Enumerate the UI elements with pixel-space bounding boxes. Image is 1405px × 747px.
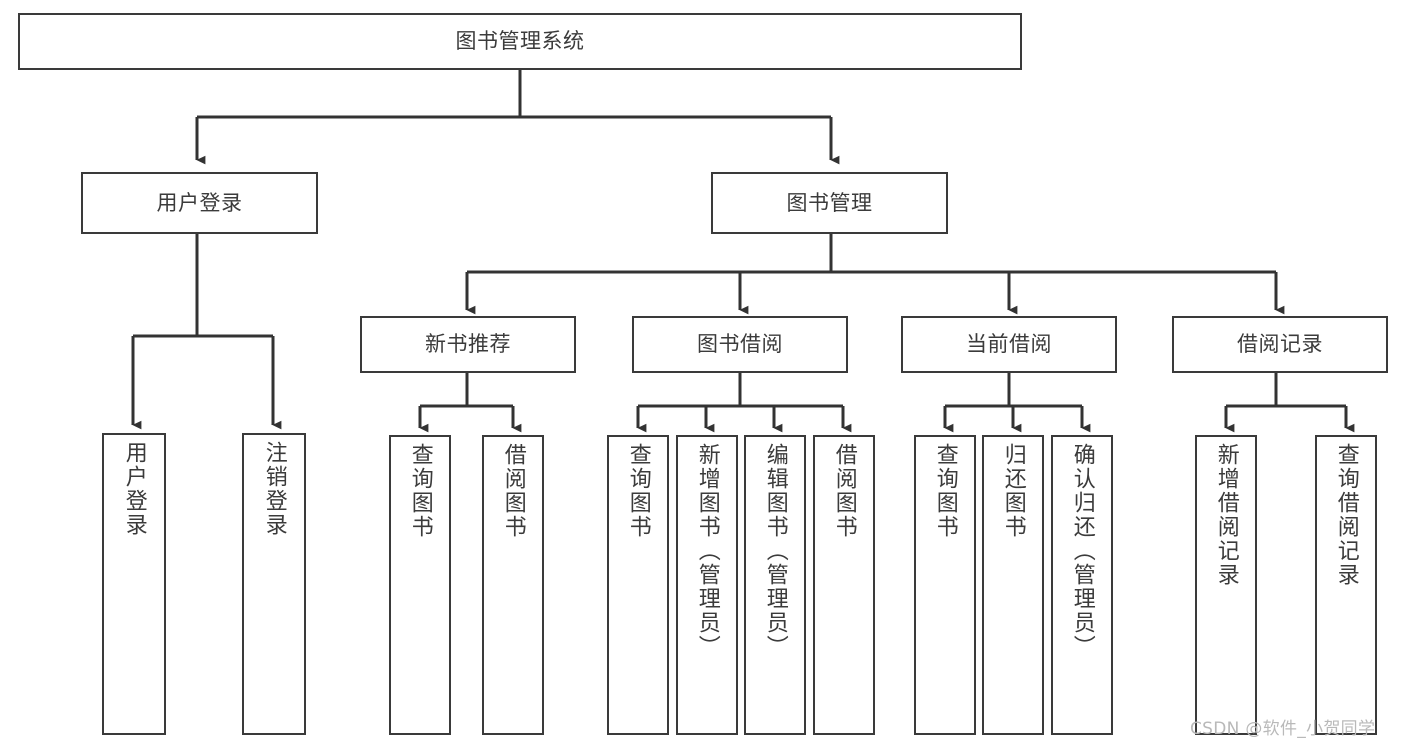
node-book-borrow-label: 图书借阅 [697,332,783,357]
node-current-borrow-label: 当前借阅 [966,332,1052,357]
node-leaf-query-book-current-label: 查询图书 [932,443,958,539]
node-leaf-add-borrow-record[interactable]: 新增借阅记录 [1195,435,1257,735]
node-borrow-record-label: 借阅记录 [1237,332,1323,357]
node-user-login-label: 用户登录 [156,190,243,215]
node-leaf-query-book-borrow[interactable]: 查询图书 [607,435,669,735]
node-leaf-logout[interactable]: 注销登录 [242,433,306,735]
csdn-watermark: CSDN @软件_小贺同学 [1190,719,1376,739]
node-new-book-recommend[interactable]: 新书推荐 [360,316,576,373]
node-leaf-query-book-current[interactable]: 查询图书 [914,435,976,735]
node-leaf-logout-label: 注销登录 [261,441,287,537]
node-leaf-query-borrow-record[interactable]: 查询借阅记录 [1315,435,1377,735]
node-leaf-borrow-book-new-label: 借阅图书 [500,443,526,539]
node-leaf-return-book-label: 归还图书 [1000,443,1026,539]
node-leaf-edit-book-admin[interactable]: 编辑图书（管理员） [744,435,806,735]
node-new-book-recommend-label: 新书推荐 [425,332,511,357]
node-leaf-user-login-label: 用户登录 [121,441,147,537]
node-user-login[interactable]: 用户登录 [81,172,318,234]
node-leaf-add-book-admin-label: 新增图书（管理员） [694,443,720,659]
node-book-borrow[interactable]: 图书借阅 [632,316,848,373]
node-borrow-record[interactable]: 借阅记录 [1172,316,1388,373]
node-leaf-add-borrow-record-label: 新增借阅记录 [1213,443,1239,587]
node-leaf-query-book-borrow-label: 查询图书 [625,443,651,539]
node-leaf-confirm-return-admin-label: 确认归还（管理员） [1069,443,1095,659]
node-leaf-query-book-new-label: 查询图书 [407,443,433,539]
node-leaf-user-login[interactable]: 用户登录 [102,433,166,735]
node-leaf-query-borrow-record-label: 查询借阅记录 [1333,443,1359,587]
node-book-management-label: 图书管理 [786,190,873,215]
node-leaf-borrow-book-new[interactable]: 借阅图书 [482,435,544,735]
node-current-borrow[interactable]: 当前借阅 [901,316,1117,373]
node-root-system[interactable]: 图书管理系统 [18,13,1022,70]
node-root-system-label: 图书管理系统 [455,29,585,54]
node-leaf-edit-book-admin-label: 编辑图书（管理员） [762,443,788,659]
node-leaf-query-book-new[interactable]: 查询图书 [389,435,451,735]
node-book-management[interactable]: 图书管理 [711,172,948,234]
node-leaf-return-book[interactable]: 归还图书 [982,435,1044,735]
node-leaf-add-book-admin[interactable]: 新增图书（管理员） [676,435,738,735]
node-leaf-borrow-book-label: 借阅图书 [831,443,857,539]
node-leaf-confirm-return-admin[interactable]: 确认归还（管理员） [1051,435,1113,735]
node-leaf-borrow-book[interactable]: 借阅图书 [813,435,875,735]
